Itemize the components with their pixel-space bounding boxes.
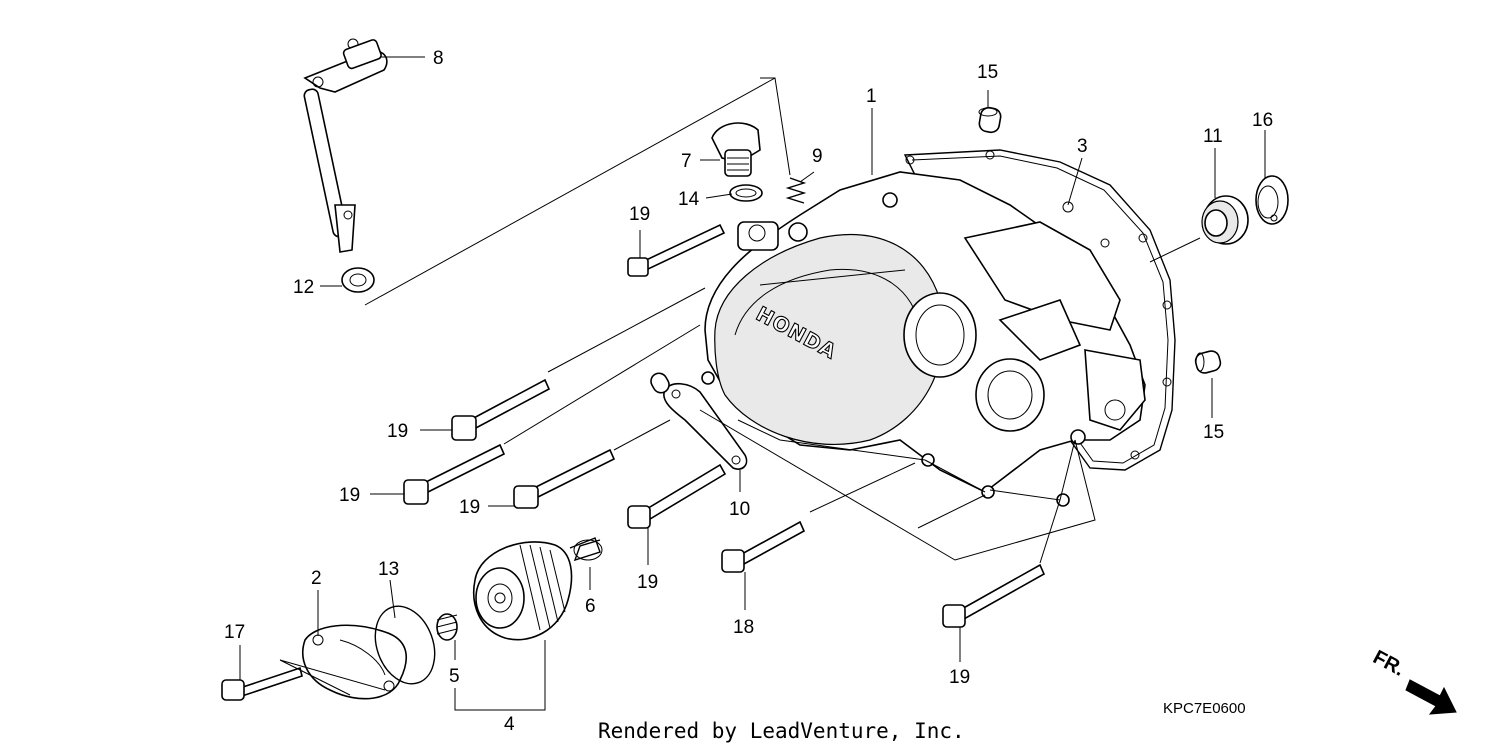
bolt-19-mid-d	[627, 463, 727, 529]
dowel-pin-right	[1194, 350, 1222, 374]
oil-seal	[1255, 175, 1289, 225]
bolt-17	[221, 666, 303, 701]
callout-1: 1	[866, 86, 877, 107]
front-indicator-text: FR.	[1369, 646, 1408, 681]
callout-10: 10	[729, 499, 750, 520]
callout-11: 11	[1203, 126, 1223, 147]
callout-18: 18	[733, 617, 754, 638]
callout-7: 7	[681, 151, 692, 172]
bearing	[1201, 195, 1249, 245]
bolt-19-mid-b	[403, 443, 506, 505]
oil-filter	[473, 541, 573, 641]
callout-4: 4	[504, 714, 515, 735]
callout-6: 6	[585, 596, 596, 617]
dowel-pin-top	[978, 106, 1002, 134]
callout-15-top: 15	[977, 62, 998, 83]
o-ring-14	[729, 184, 763, 202]
callout-14: 14	[678, 189, 700, 210]
callout-17: 17	[224, 622, 245, 643]
callout-19-mid-c: 19	[459, 497, 480, 518]
oil-filter-cover	[301, 624, 407, 700]
front-arrow-icon	[1405, 679, 1457, 715]
callout-19-lower: 19	[949, 667, 970, 688]
callout-12: 12	[293, 277, 314, 298]
callout-19-mid-a: 19	[387, 421, 408, 442]
oil-filler-cap	[711, 122, 761, 177]
diagram-code: KPC7E0600	[1163, 700, 1246, 717]
callout-19-mid-d: 19	[637, 572, 658, 593]
gasket-small	[650, 372, 748, 470]
bolt-19-lower	[942, 563, 1046, 628]
callout-2: 2	[311, 568, 322, 589]
callout-9: 9	[812, 146, 823, 167]
bolt-18	[721, 520, 806, 573]
callout-16: 16	[1252, 110, 1273, 131]
leader-lines	[239, 56, 1266, 711]
front-indicator: FR.	[1369, 646, 1457, 715]
spring-5	[436, 613, 458, 641]
callout-8: 8	[433, 48, 444, 69]
shift-shaft-assembly	[303, 38, 388, 253]
callout-3: 3	[1077, 136, 1088, 157]
bolt-19-upper	[627, 223, 726, 277]
bolt-19-mid-a	[451, 378, 551, 441]
crankcase-cover: HONDA	[701, 171, 1146, 507]
washer-12	[341, 267, 375, 293]
callout-19-mid-b: 19	[339, 485, 360, 506]
callout-13: 13	[378, 559, 399, 580]
bolt-19-mid-c	[513, 448, 616, 509]
spring-6	[569, 537, 603, 562]
callout-19-upper: 19	[629, 204, 650, 225]
callout-labels: 1 2 3 4 5 6 7 8 9 10 11 12 13 14 15 15 1…	[224, 48, 1273, 735]
credit-text: Rendered by LeadVenture, Inc.	[598, 719, 965, 743]
callout-15-right: 15	[1203, 422, 1224, 443]
spring-9	[785, 177, 807, 204]
callout-5: 5	[449, 666, 460, 687]
o-ring-13	[374, 605, 436, 685]
